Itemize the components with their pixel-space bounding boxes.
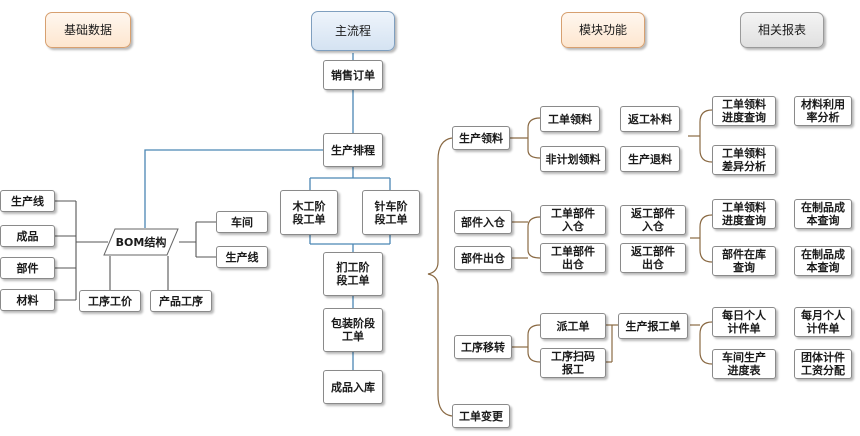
report-picking-progress-query-1: 工单领料进度查询: [712, 96, 776, 126]
report-monthly-piece-order: 每月个人计件单: [794, 307, 852, 337]
report-daily-piece-order: 每日个人计件单: [712, 307, 776, 337]
component-inbound: 部件入仓: [454, 210, 512, 234]
work-order-component-in: 工单部件入仓: [540, 205, 606, 235]
report-picking-progress-query-2: 工单领料进度查询: [712, 199, 776, 229]
rework-replenish: 返工补料: [620, 106, 680, 132]
basic-data-connectors: [55, 200, 216, 301]
header-main-flow: 主流程: [311, 11, 395, 51]
sewing-stage-order: 针车阶段工单: [362, 190, 420, 235]
module-connectors: [427, 109, 713, 417]
process-scan-report: 工序扫码报工: [540, 348, 606, 378]
process-price: 工序工价: [79, 290, 141, 312]
report-workshop-progress: 车间生产进度表: [712, 349, 776, 379]
packing-stage-order: 包装阶段工单: [323, 308, 383, 352]
component: 部件: [0, 257, 55, 279]
component-outbound: 部件出仓: [454, 246, 512, 270]
production-report-order: 生产报工单: [618, 313, 688, 339]
work-order-picking: 工单领料: [540, 106, 600, 132]
upholstery-stage-order: 扪工阶段工单: [323, 252, 383, 296]
report-wip-cost-query-2: 在制品成本查询: [794, 246, 852, 276]
header-basic-data: 基础数据: [45, 12, 131, 48]
production-scheduling: 生产排程: [323, 133, 383, 167]
bom-structure: BOM结构: [103, 228, 179, 256]
report-component-stock-query: 部件在库查询: [712, 246, 776, 276]
rework-component-out: 返工部件出仓: [620, 243, 686, 273]
wood-stage-order: 木工阶段工单: [280, 190, 338, 235]
product-process: 产品工序: [150, 290, 212, 312]
non-plan-picking: 非计划领料: [540, 146, 606, 172]
workshop: 车间: [216, 211, 268, 233]
production-line-left: 生产线: [0, 190, 55, 212]
finished-product: 成品: [0, 225, 55, 247]
main-flow-connectors: [144, 53, 391, 370]
report-material-utilization: 材料利用率分析: [794, 96, 852, 126]
sales-order: 销售订单: [323, 60, 383, 90]
production-return: 生产退料: [620, 146, 680, 172]
work-order-component-out: 工单部件出仓: [540, 243, 606, 273]
production-picking: 生产领料: [452, 126, 510, 150]
bom-label: BOM结构: [115, 236, 167, 249]
header-module-functions: 模块功能: [561, 12, 645, 48]
report-group-piece-wage: 团体计件工资分配: [794, 349, 852, 379]
header-related-reports: 相关报表: [740, 12, 824, 48]
bom-parallelogram: [103, 228, 179, 256]
order-change: 工单变更: [452, 404, 510, 428]
rework-component-in: 返工部件入仓: [620, 205, 686, 235]
finished-goods-inbound: 成品入库: [323, 370, 383, 404]
report-wip-cost-query: 在制品成本查询: [794, 199, 852, 229]
report-picking-variance: 工单领料差异分析: [712, 145, 776, 175]
material: 材料: [0, 289, 55, 311]
process-transfer: 工序移转: [454, 335, 512, 359]
production-line-right: 生产线: [216, 246, 268, 268]
dispatch-order: 派工单: [540, 313, 606, 339]
